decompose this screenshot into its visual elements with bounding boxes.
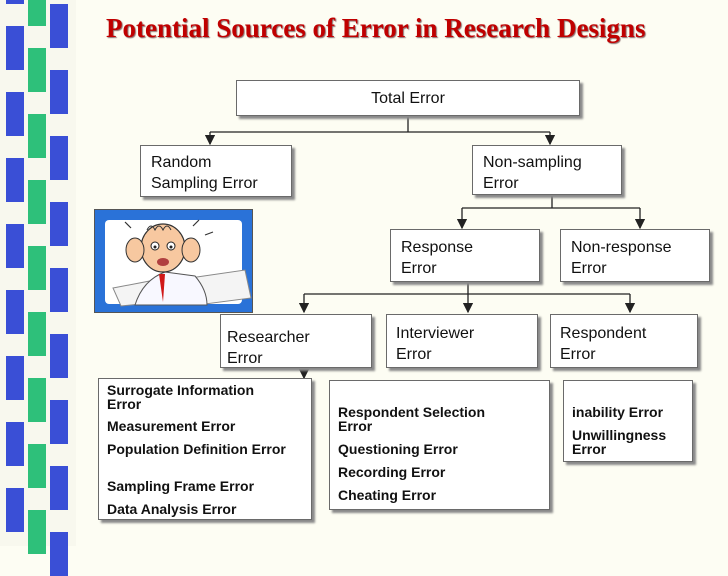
stripe-tile: [6, 422, 24, 466]
stripe-tile: [50, 70, 68, 114]
stripe-tile: [6, 92, 24, 136]
stripe-tile: [28, 48, 46, 92]
nonsampling-line-2: Error: [483, 175, 519, 192]
stressed-person-icon: [94, 209, 253, 313]
stripe-tile: [6, 290, 24, 334]
researcher-error-box: Researcher Error: [220, 314, 372, 368]
stripe-tile: [28, 246, 46, 290]
response-error-box: Response Error: [390, 229, 540, 282]
stripe-tile: [50, 268, 68, 312]
respondent-line-2: Error: [560, 346, 596, 363]
non-response-error-box: Non-response Error: [560, 229, 710, 282]
list-item: Questioning Error: [338, 441, 458, 457]
list-item: Unwillingness Error: [572, 427, 667, 457]
list-item: inability Error: [572, 404, 664, 420]
list-item: Respondent Selection Error: [338, 404, 486, 434]
stripe-tile: [6, 224, 24, 268]
stripe-tile: [50, 4, 68, 48]
stripe-tile: [28, 0, 46, 26]
interviewer-error-list: Respondent Selection Error Questioning E…: [329, 380, 550, 510]
stripe-tile: [6, 26, 24, 70]
list-item: Cheating Error: [338, 487, 437, 503]
random-line-1: Random: [151, 154, 212, 171]
stripe-tile: [50, 334, 68, 378]
respondent-error-list: inability Error Unwillingness Error: [563, 380, 693, 462]
stripe-tile: [28, 114, 46, 158]
response-line-1: Response: [401, 239, 474, 256]
total-error-box: Total Error: [236, 80, 580, 116]
random-line-2: Sampling Error: [151, 175, 258, 192]
connector-lines: [204, 116, 646, 380]
stripe-tile: [28, 444, 46, 488]
researcher-line-1: Researcher: [227, 329, 310, 346]
stripe-tile: [28, 378, 46, 422]
respondent-error-box: Respondent Error: [550, 314, 698, 368]
random-sampling-error-box: Random Sampling Error: [140, 145, 292, 197]
stripe-tile: [50, 202, 68, 246]
stripe-tile: [6, 356, 24, 400]
list-item: Population Definition Error: [107, 441, 286, 457]
nonsampling-line-1: Non-sampling: [483, 154, 582, 171]
response-line-2: Error: [401, 260, 437, 277]
stripe-tile: [6, 158, 24, 202]
stripe-tile: [6, 0, 24, 4]
list-item: Measurement Error: [107, 418, 236, 434]
list-item: Recording Error: [338, 464, 446, 480]
nonresponse-line-1: Non-response: [571, 239, 672, 256]
nonresponse-line-2: Error: [571, 260, 607, 277]
researcher-error-list: Surrogate Information Error Measurement …: [98, 378, 312, 520]
stripe-tile: [50, 400, 68, 444]
non-sampling-error-box: Non-sampling Error: [472, 145, 622, 195]
stripe-tile: [28, 180, 46, 224]
slide-title: Potential Sources of Error in Research D…: [106, 13, 646, 43]
list-item: Sampling Frame Error: [107, 478, 255, 494]
researcher-line-2: Error: [227, 350, 263, 367]
stripe-tile: [50, 136, 68, 180]
stripe-tile: [6, 488, 24, 532]
interviewer-line-2: Error: [396, 346, 432, 363]
list-item: Surrogate Information Error: [107, 382, 255, 412]
stripe-tile: [50, 466, 68, 510]
stripe-tile: [28, 510, 46, 554]
stripe-tile: [28, 312, 46, 356]
list-item: Data Analysis Error: [107, 501, 237, 517]
total-error-label: Total Error: [371, 90, 445, 107]
interviewer-line-1: Interviewer: [396, 325, 475, 342]
interviewer-error-box: Interviewer Error: [386, 314, 538, 368]
respondent-line-1: Respondent: [560, 325, 647, 342]
